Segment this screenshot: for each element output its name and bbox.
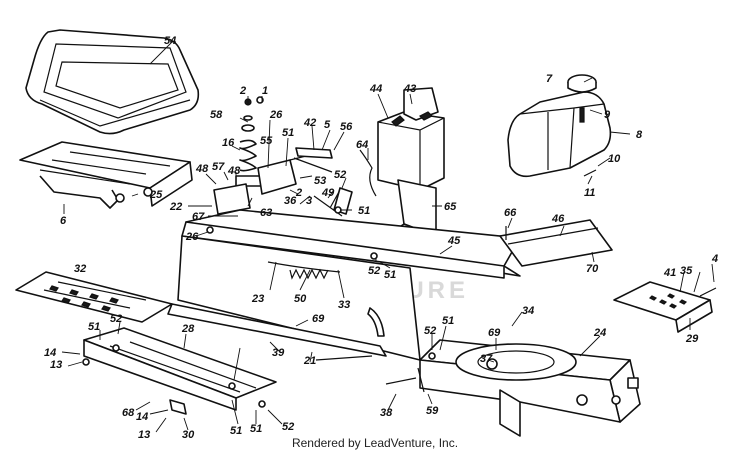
callout-33: 33 — [338, 299, 350, 311]
callout-67: 67 — [192, 211, 205, 223]
callout-9: 9 — [604, 109, 611, 121]
callout-52b: 52 — [368, 265, 380, 277]
leader-lines — [61, 41, 715, 433]
callout-39: 39 — [272, 347, 285, 359]
callout-38: 38 — [380, 407, 393, 419]
callout-30: 30 — [182, 429, 195, 441]
footrest-left — [15, 271, 173, 323]
hardware — [82, 96, 717, 408]
callout-70: 70 — [586, 263, 599, 275]
callout-51c: 51 — [384, 269, 396, 281]
callout-2b: 2 — [295, 187, 302, 199]
callout-46: 46 — [551, 213, 565, 225]
callout-8: 8 — [636, 129, 643, 141]
callout-45: 45 — [447, 235, 461, 247]
callout-51g: 51 — [250, 423, 262, 435]
callout-3: 3 — [306, 195, 312, 207]
seat — [25, 29, 200, 135]
callout-14: 14 — [44, 347, 56, 359]
callout-10: 10 — [608, 153, 621, 165]
callout-28: 28 — [181, 323, 195, 335]
callout-11: 11 — [584, 187, 595, 199]
callout-52: 52 — [334, 169, 346, 181]
callout-54: 54 — [164, 35, 176, 47]
callout-42: 42 — [303, 117, 316, 129]
callout-13b: 13 — [138, 429, 150, 441]
callout-32: 32 — [74, 263, 86, 275]
callout-51d: 51 — [88, 321, 100, 333]
callout-14b: 14 — [136, 411, 148, 423]
footer-credit: Rendered by LeadVenture, Inc. — [291, 436, 459, 450]
callout-56: 56 — [340, 121, 353, 133]
callout-22: 22 — [169, 201, 182, 213]
battery — [377, 87, 445, 191]
callout-51e: 51 — [442, 315, 454, 327]
floor-plate — [499, 219, 613, 267]
callout-64: 64 — [356, 139, 368, 151]
callout-7: 7 — [546, 73, 553, 85]
callout-36: 36 — [284, 195, 297, 207]
callout-4: 4 — [711, 253, 718, 265]
callout-41: 41 — [663, 267, 676, 279]
callout-26: 26 — [269, 109, 283, 121]
callout-23: 23 — [251, 293, 264, 305]
frame — [167, 209, 641, 437]
footrest-right — [613, 281, 713, 333]
callout-labels: 54 2 1 58 16 26 55 51 42 5 56 44 43 7 9 … — [44, 35, 718, 441]
callout-52d: 52 — [424, 325, 436, 337]
callout-55: 55 — [260, 135, 273, 147]
callout-34: 34 — [522, 305, 534, 317]
callout-50: 50 — [294, 293, 307, 305]
callout-63: 63 — [260, 207, 272, 219]
callout-26b: 26 — [185, 231, 199, 243]
callout-51: 51 — [282, 127, 294, 139]
callout-57: 57 — [212, 161, 225, 173]
callout-52e: 52 — [282, 421, 294, 433]
callout-16: 16 — [222, 137, 235, 149]
callout-37: 37 — [480, 353, 493, 365]
callout-58: 58 — [210, 109, 223, 121]
callout-13: 13 — [50, 359, 62, 371]
callout-52c: 52 — [110, 313, 122, 325]
callout-48: 48 — [195, 163, 209, 175]
callout-5: 5 — [324, 119, 331, 131]
callout-6: 6 — [60, 215, 67, 227]
callout-48b: 48 — [227, 165, 241, 177]
callout-53: 53 — [314, 175, 326, 187]
callout-59: 59 — [426, 405, 439, 417]
callout-69b: 69 — [488, 327, 501, 339]
callout-65: 65 — [444, 201, 457, 213]
callout-51f: 51 — [230, 425, 242, 437]
callout-1: 1 — [262, 85, 268, 97]
callout-68: 68 — [122, 407, 135, 419]
callout-49: 49 — [321, 187, 335, 199]
footrest-plate-lower — [83, 327, 277, 415]
callout-51b: 51 — [358, 205, 370, 217]
seat-bracket — [19, 141, 193, 209]
callout-44: 44 — [369, 83, 382, 95]
callout-69: 69 — [312, 313, 325, 325]
callout-43: 43 — [403, 83, 416, 95]
callout-25: 25 — [149, 189, 163, 201]
fuel-tank — [507, 74, 612, 178]
callout-21: 21 — [303, 355, 316, 367]
callout-2: 2 — [239, 85, 246, 97]
callout-24: 24 — [593, 327, 606, 339]
callout-35: 35 — [680, 265, 693, 277]
callout-29: 29 — [685, 333, 699, 345]
callout-66: 66 — [504, 207, 517, 219]
